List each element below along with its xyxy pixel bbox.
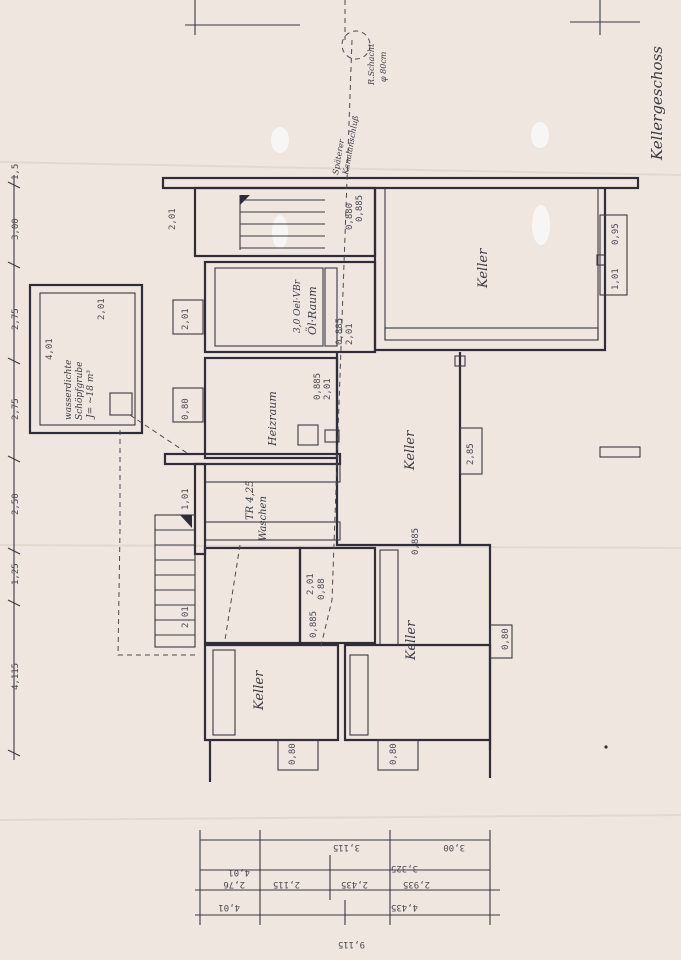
small-label: 0,80 <box>181 398 191 420</box>
dim-bottom-9: 4,01 <box>218 902 240 912</box>
dim-bottom-8: 4,435 <box>391 902 418 912</box>
note-schacht-2: φ 80cm <box>379 51 388 82</box>
room-label-heizraum: Heizraum <box>266 391 279 447</box>
room-label-oelraum-1: 3,0 Oel·VBr <box>293 279 303 333</box>
dim-left-3: 2,50 <box>11 493 21 515</box>
small-label: 0,885 <box>335 318 345 345</box>
tank-label-2: Schöpfgrube <box>75 362 85 420</box>
dim-bottom-7: 2,115 <box>273 879 300 889</box>
punch-hole <box>532 205 550 245</box>
punch-hole <box>272 215 288 249</box>
dim-bottom-1: 3,00 <box>443 842 465 852</box>
small-label: 0,880 <box>345 203 355 230</box>
small-label: 0,80 <box>389 743 399 765</box>
room-label-keller-mid: Keller <box>403 430 418 471</box>
small-label: 1,01 <box>611 268 621 290</box>
small-label: 0,885 <box>411 528 421 555</box>
dim-left-1: 4,115 <box>11 663 21 690</box>
dim-left-4: 2,75 <box>11 398 21 420</box>
dim-left-2: 1,25 <box>11 563 21 585</box>
small-label: 0,80 <box>288 743 298 765</box>
tank-label-3: J= ~18 m³ <box>86 370 96 420</box>
small-label: 2,85 <box>466 443 476 465</box>
dim-bottom-10: 4,01 <box>228 867 250 877</box>
small-label: 2,01 <box>168 208 178 230</box>
room-label-keller-bot-right: Keller <box>404 620 419 661</box>
small-label: 2,01 <box>345 323 355 345</box>
punch-hole <box>271 127 289 153</box>
plan-title: Kellergeschoss <box>648 46 666 161</box>
small-label: 0,885 <box>313 373 323 400</box>
dim-bottom-6: 2,76 <box>223 879 245 889</box>
small-label: 2,01 <box>181 606 191 628</box>
dim-bottom-11: 9,115 <box>338 939 365 949</box>
room-label-keller-top: Keller <box>476 248 491 289</box>
room-label-waschen: Waschen <box>258 496 269 541</box>
room-label-oelraum-2: Öl·Raum <box>305 286 319 335</box>
tank-label-1: wasserdichte <box>64 360 74 420</box>
room-label-tr: TR 4,25 <box>245 480 256 520</box>
small-label: 0,80 <box>501 628 511 650</box>
dim-bottom-2: 3,115 <box>333 842 360 852</box>
small-label: 2,01 <box>181 308 191 330</box>
dim-left-7: 1,5 <box>11 164 21 180</box>
small-label: 2,01 <box>323 378 333 400</box>
dim-bottom-3: 3,325 <box>391 863 418 873</box>
dim-left-5: 2,75 <box>11 308 21 330</box>
small-label: 0,95 <box>611 223 621 245</box>
room-label-keller-bot-left: Keller <box>252 670 267 711</box>
small-label: 0,885 <box>355 195 365 222</box>
tank-size-side: 2,01 <box>97 298 107 320</box>
small-label: 0,88 <box>317 578 327 600</box>
dim-bottom-5: 2,935 <box>403 879 430 889</box>
punch-hole <box>531 122 549 148</box>
dim-left-6: 3,00 <box>11 218 21 240</box>
small-label: 2,01 <box>306 573 316 595</box>
note-schacht-1: R.Schacht <box>367 43 376 86</box>
tank-size-top: 4,01 <box>45 338 55 360</box>
small-label: 1,01 <box>181 488 191 510</box>
dim-bottom-4: 2,435 <box>341 879 368 889</box>
small-label: 0,885 <box>309 611 319 638</box>
